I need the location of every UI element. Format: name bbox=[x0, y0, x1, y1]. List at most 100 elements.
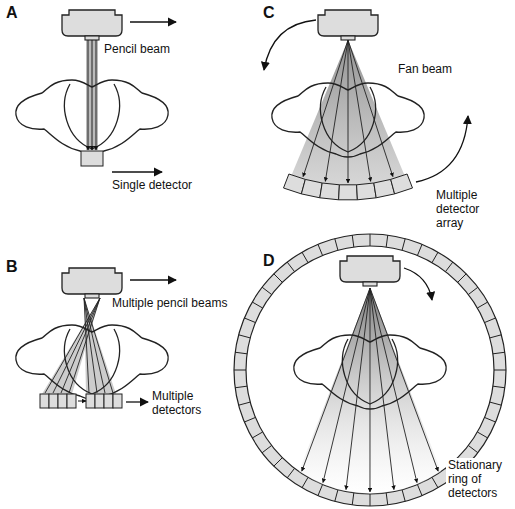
beam-ray bbox=[84, 298, 113, 393]
detector-label: Stationary ring of detectors bbox=[446, 458, 512, 500]
beam-label: Multiple pencil beams bbox=[112, 296, 227, 310]
beam-ray bbox=[370, 288, 438, 471]
detector-cell bbox=[113, 394, 122, 408]
ring-divider bbox=[318, 485, 323, 496]
ring-divider bbox=[252, 302, 262, 308]
beam-ray bbox=[348, 40, 371, 181]
beam-ray bbox=[348, 40, 349, 183]
detector-cell bbox=[301, 179, 322, 197]
beam-ray bbox=[45, 298, 100, 393]
panel-b bbox=[16, 268, 176, 408]
ring-divider bbox=[302, 477, 308, 487]
panel-a bbox=[16, 10, 176, 172]
fan-beam bbox=[299, 288, 441, 494]
ring-divider bbox=[252, 432, 262, 438]
detector-label: Multiple detectors bbox=[152, 389, 214, 417]
panel-letter: A bbox=[6, 4, 18, 22]
x-ray-tube bbox=[318, 10, 378, 40]
rotation-arrow bbox=[416, 116, 468, 182]
ring-divider bbox=[432, 252, 438, 262]
ring-divider bbox=[352, 235, 354, 247]
beam-ray bbox=[53, 298, 100, 393]
ring-divider bbox=[490, 335, 502, 338]
beam-rays bbox=[88, 40, 96, 150]
ring-divider bbox=[239, 335, 251, 338]
ring-divider bbox=[239, 402, 251, 405]
ring-divider bbox=[485, 417, 496, 422]
detector-label: Single detector bbox=[112, 178, 192, 192]
panel-letter: C bbox=[263, 4, 275, 22]
beam-rays bbox=[45, 298, 113, 393]
beam-ray bbox=[302, 288, 370, 471]
ring-divider bbox=[402, 239, 405, 251]
ring-divider bbox=[386, 235, 388, 247]
ring-divider bbox=[287, 468, 294, 478]
ring-divider bbox=[468, 445, 478, 452]
ring-divider bbox=[432, 477, 438, 487]
ring-divider bbox=[244, 417, 255, 422]
ring-divider bbox=[287, 262, 294, 272]
motion-arrow bbox=[130, 21, 176, 22]
ring-divider bbox=[244, 318, 255, 323]
ring-divider bbox=[370, 494, 371, 506]
x-ray-tube bbox=[62, 268, 122, 298]
beam-ray bbox=[61, 298, 100, 393]
ring-divider bbox=[335, 490, 338, 502]
motion-arrow bbox=[78, 401, 86, 402]
pencil-beam bbox=[86, 40, 98, 150]
ring-divider bbox=[262, 287, 272, 294]
beam-ray bbox=[370, 288, 394, 490]
ring-divider bbox=[477, 302, 487, 308]
ring-divider bbox=[468, 287, 478, 294]
ring-divider bbox=[445, 262, 452, 272]
beam-ray bbox=[325, 40, 348, 181]
ring-inner bbox=[246, 246, 494, 494]
ring-divider bbox=[477, 432, 487, 438]
ring-divider bbox=[335, 239, 338, 251]
ring-divider bbox=[370, 234, 371, 246]
ring-divider bbox=[262, 445, 272, 452]
detector-cell bbox=[391, 174, 413, 194]
ring-divider bbox=[485, 318, 496, 323]
detector-array bbox=[40, 394, 122, 408]
detector-cell bbox=[357, 183, 377, 200]
ring-divider bbox=[386, 493, 388, 505]
ring-divider bbox=[352, 493, 354, 505]
beam-ray bbox=[303, 40, 348, 177]
single-detector bbox=[81, 151, 103, 166]
rotation-arrow bbox=[404, 268, 432, 300]
beam-rays bbox=[302, 288, 438, 492]
ring-divider bbox=[493, 352, 505, 354]
detector-cell bbox=[49, 394, 58, 408]
beam-rays bbox=[303, 40, 393, 183]
detector-label: Multiple detector array bbox=[436, 188, 506, 230]
ring-divider bbox=[494, 370, 506, 371]
detector-cell bbox=[67, 394, 76, 408]
x-ray-tube bbox=[62, 10, 122, 40]
detector-cell bbox=[95, 394, 104, 408]
ring-divider bbox=[458, 274, 466, 282]
ring-divider bbox=[417, 244, 422, 255]
beam-ray bbox=[323, 288, 370, 483]
beam-ray bbox=[348, 40, 393, 177]
ring-divider bbox=[490, 402, 502, 405]
beam-label: Pencil beam bbox=[104, 42, 170, 56]
motion-arrow bbox=[112, 171, 162, 172]
detector-cell bbox=[320, 183, 340, 200]
ring-divider bbox=[318, 244, 323, 255]
ring-divider bbox=[235, 386, 247, 388]
motion-arrow bbox=[130, 279, 176, 280]
detector-cell bbox=[104, 394, 113, 408]
panel-letter: B bbox=[6, 258, 18, 276]
panel-letter: D bbox=[263, 252, 275, 270]
ring-divider bbox=[235, 352, 247, 354]
ring-divider bbox=[417, 485, 422, 496]
ring-divider bbox=[302, 252, 308, 262]
detector-cell bbox=[86, 394, 95, 408]
ring-divider bbox=[402, 490, 405, 502]
beam-ray bbox=[370, 288, 417, 483]
detector-array bbox=[284, 174, 413, 200]
beam-ray bbox=[369, 288, 370, 492]
beam-label: Fan beam bbox=[398, 62, 452, 76]
